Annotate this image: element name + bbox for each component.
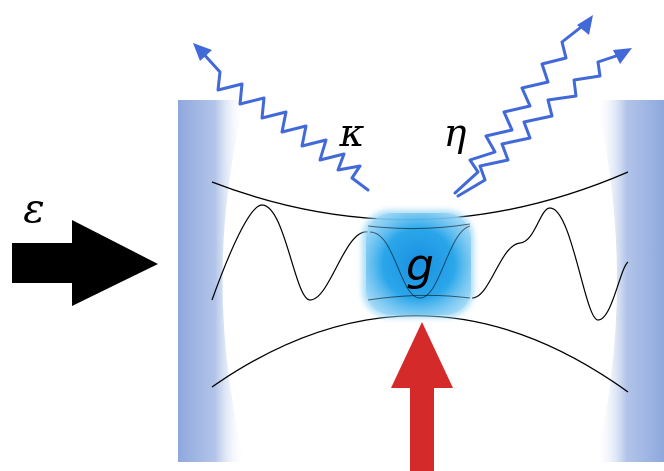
standing-wave-right <box>471 207 629 321</box>
standing-wave-left <box>211 204 369 301</box>
left-mirror <box>178 100 245 462</box>
coupling-symbol: g <box>406 240 434 291</box>
atom-wave-line <box>369 225 471 299</box>
cavity-decay-wave <box>198 48 370 192</box>
atom-emission-arrowhead-2 <box>613 48 632 64</box>
atom-mode-line-bottom <box>367 294 471 301</box>
atom-mode-line-top <box>367 223 471 230</box>
atom <box>366 213 471 315</box>
pump-arrow <box>391 322 453 471</box>
atom-emission-arrowhead-1 <box>577 15 593 35</box>
cavity-decay-arrowhead <box>193 43 212 61</box>
drive-symbol: ε <box>23 186 44 232</box>
right-mirror <box>596 100 664 462</box>
atom-emission-wave-1 <box>453 22 587 195</box>
atom-emission-wave-2 <box>456 52 624 198</box>
drive-arrow <box>12 220 158 306</box>
atom-emission-symbol: η <box>444 111 467 155</box>
cavity-decay-symbol: κ <box>339 111 365 155</box>
